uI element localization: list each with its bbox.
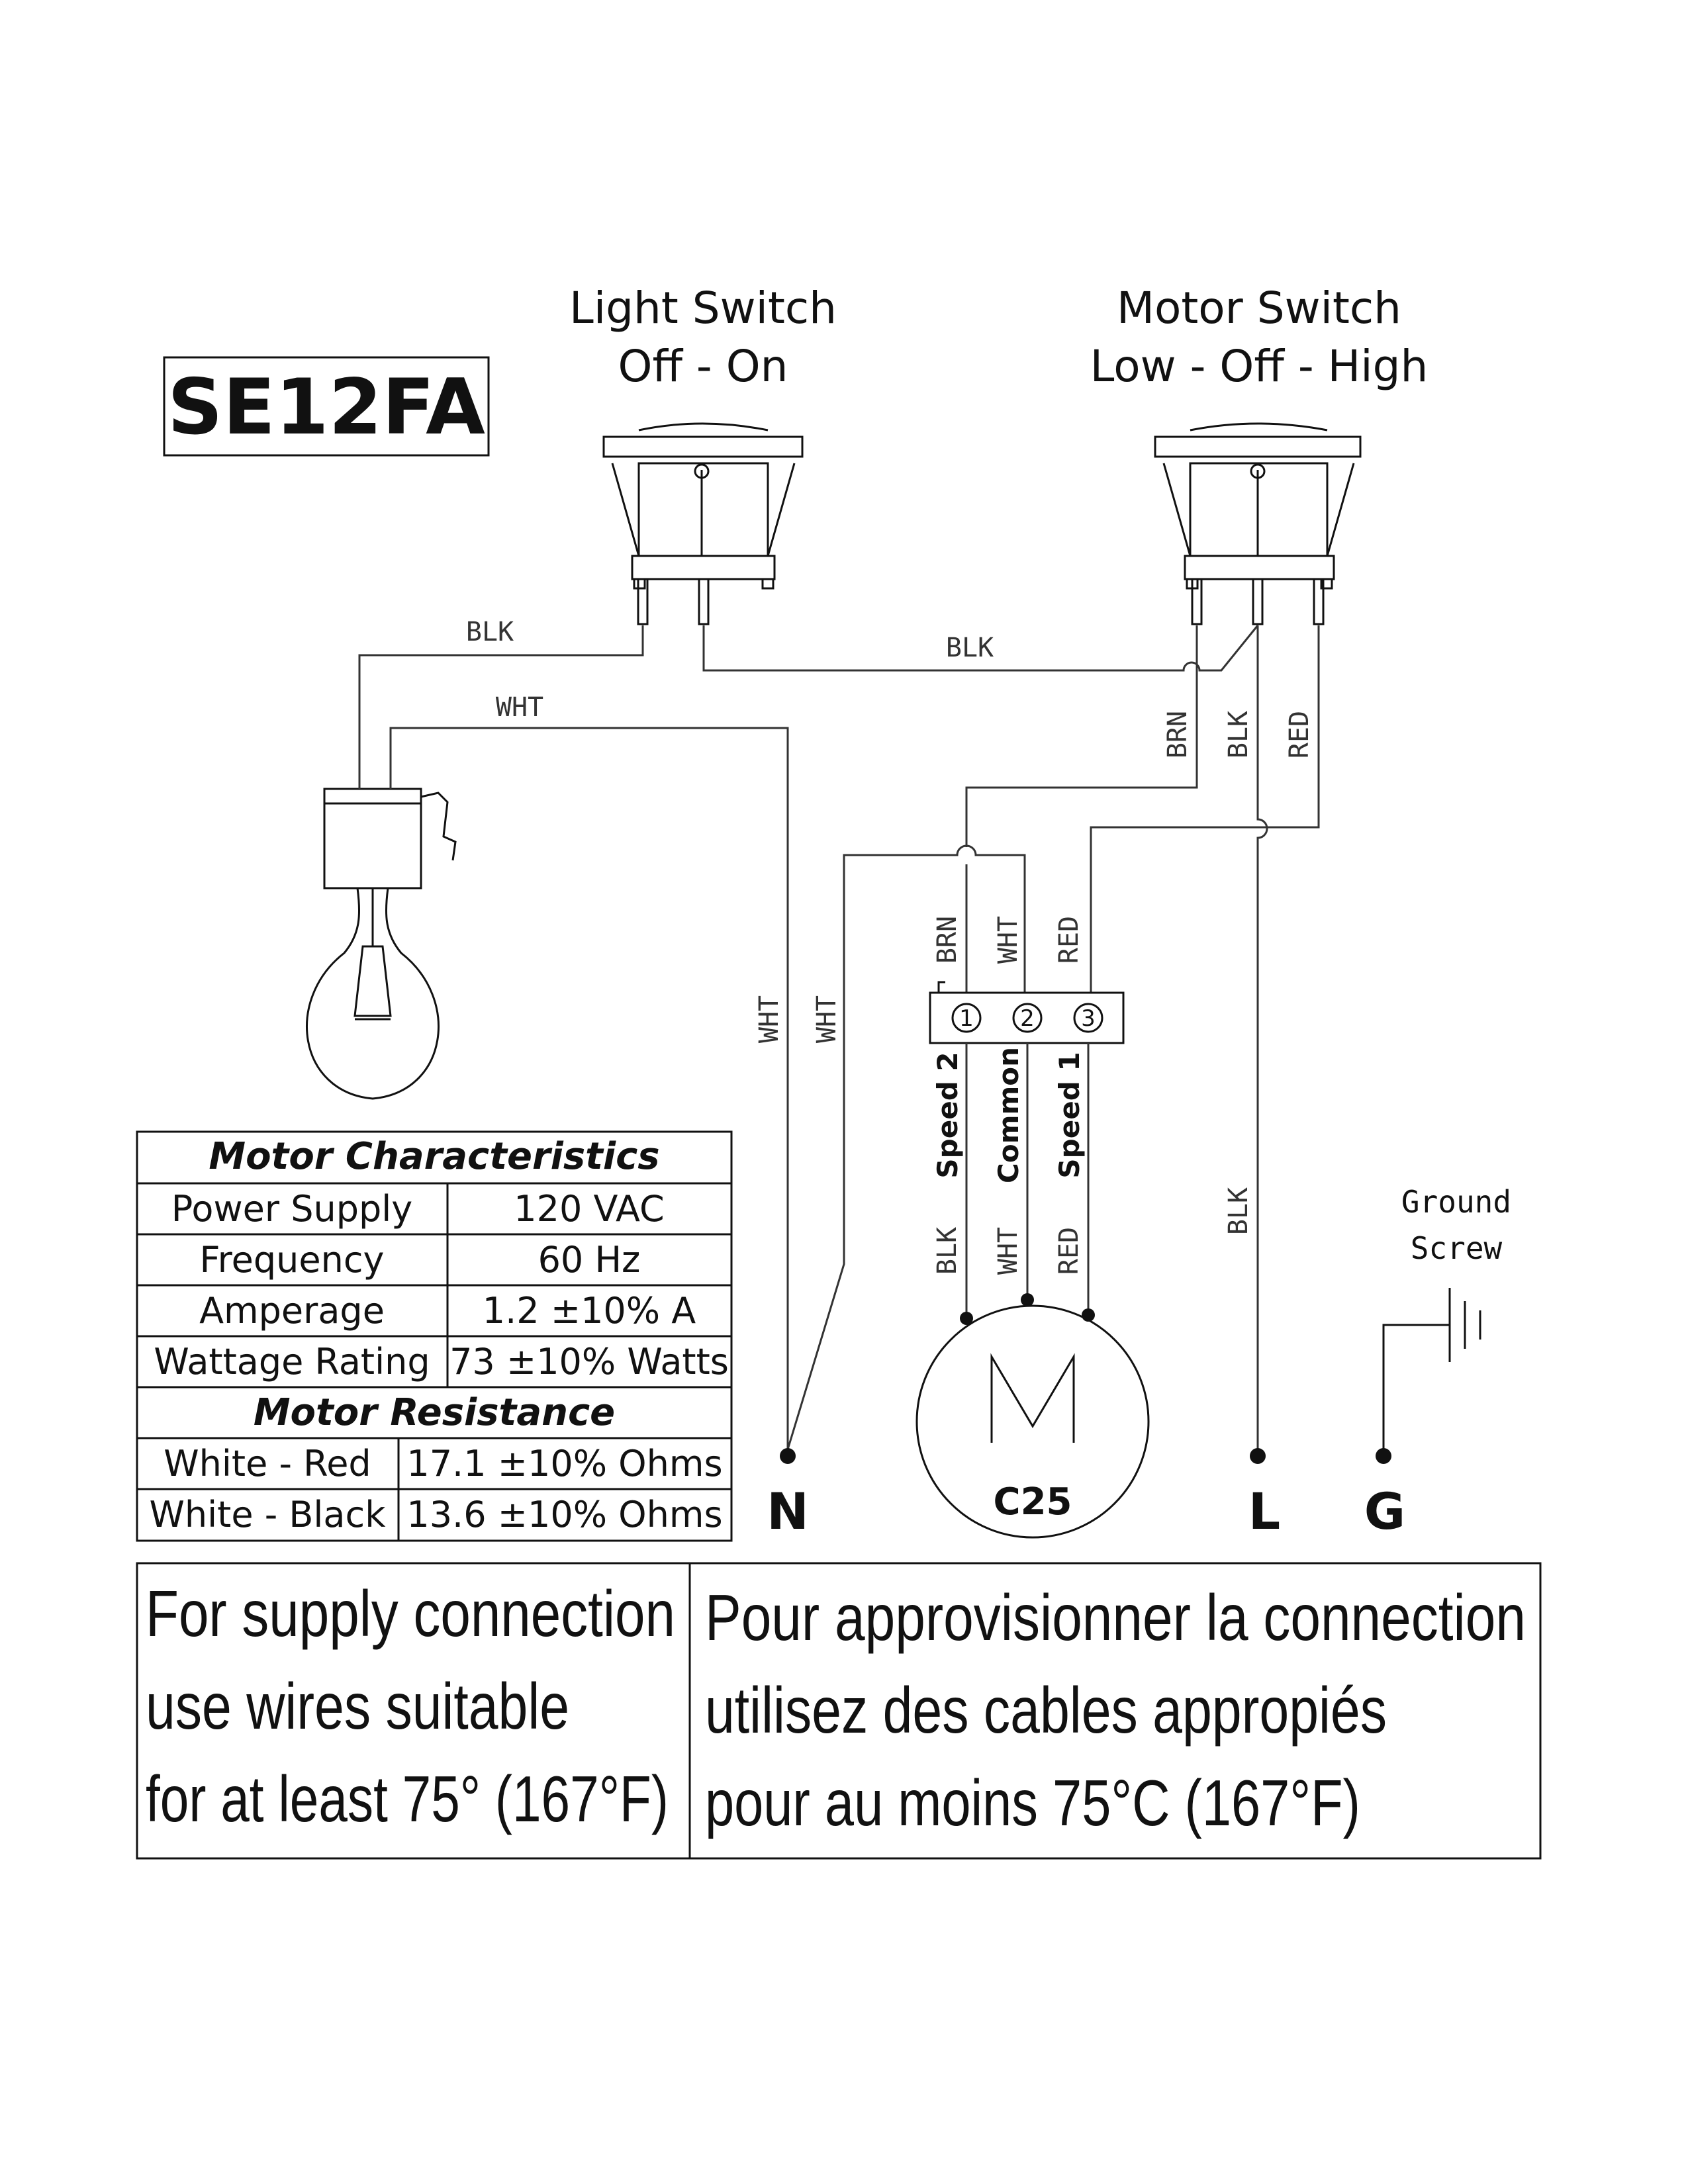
light-switch-states: Off - On bbox=[618, 341, 788, 392]
wire-switch-link-blk bbox=[702, 625, 1259, 672]
motor-characteristics-table: Motor Characteristics Power Supply 120 V… bbox=[136, 1130, 733, 1542]
notice-fr-line2: utilisez des cables appropiés bbox=[705, 1674, 1387, 1747]
spec-name-power: Power Supply bbox=[171, 1188, 412, 1230]
notice-fr-line3: pour au moins 75°C (167°F) bbox=[705, 1766, 1360, 1839]
wire-label-switch-link-blk: BLK bbox=[946, 633, 994, 663]
neutral-terminal-label: N bbox=[767, 1482, 809, 1541]
motor-switch-title: Motor Switch bbox=[1117, 283, 1401, 334]
wire-label-motor-wht: WHT bbox=[993, 1227, 1023, 1275]
supply-notice: For supply connection use wires suitable… bbox=[136, 1562, 1542, 1860]
model-number: SE12FA bbox=[167, 363, 485, 452]
light-switch bbox=[602, 422, 804, 625]
light-switch-title: Light Switch bbox=[569, 283, 837, 334]
wire-light-blk bbox=[358, 625, 644, 789]
wire-label-block-in-red: RED bbox=[1054, 916, 1084, 964]
notice-en-line2: use wires suitable bbox=[146, 1670, 569, 1743]
wire-motor-sw-blk bbox=[1256, 625, 1268, 1449]
spec-value-wattage: 73 ±10% Watts bbox=[449, 1341, 729, 1383]
wire-light-wht bbox=[389, 727, 789, 1449]
spec-name-wattage: Wattage Rating bbox=[154, 1341, 430, 1383]
terminal-2-number: 2 bbox=[1020, 1005, 1035, 1032]
ground-terminal-dot bbox=[1376, 1448, 1391, 1464]
wire-neutral-wht bbox=[786, 844, 1026, 1450]
ground-label-line2: Screw bbox=[1411, 1230, 1503, 1266]
resistance-title: Motor Resistance bbox=[254, 1391, 615, 1434]
wire-motor-sw-red bbox=[1090, 625, 1320, 993]
resistance-value-white-red: 17.1 ±10% Ohms bbox=[406, 1443, 722, 1484]
wire-label-light-wht: WHT bbox=[496, 692, 543, 723]
spec-name-frequency: Frequency bbox=[200, 1239, 385, 1281]
ground-label-line1: Ground bbox=[1401, 1184, 1511, 1220]
ground-symbol bbox=[1382, 1288, 1481, 1449]
spec-value-frequency: 60 Hz bbox=[538, 1239, 641, 1281]
notice-en-line3: for at least 75° (167°F) bbox=[146, 1762, 669, 1835]
spec-value-amperage: 1.2 ±10% A bbox=[483, 1290, 696, 1332]
resistance-name-white-red: White - Red bbox=[164, 1443, 371, 1484]
model-badge: SE12FA bbox=[163, 356, 490, 457]
resistance-value-white-black: 13.6 ±10% Ohms bbox=[406, 1494, 722, 1535]
wire-label-block-in-wht: WHT bbox=[993, 916, 1023, 964]
terminal-3-number: 3 bbox=[1081, 1005, 1096, 1032]
motor: C25 bbox=[915, 1304, 1150, 1539]
wire-label-motor-sw-brn: BRN bbox=[1162, 711, 1193, 758]
notice-fr-line1: Pour approvisionner la connection bbox=[705, 1581, 1526, 1654]
terminal-block: 1 2 3 bbox=[929, 981, 1125, 1044]
resistance-name-white-black: White - Black bbox=[150, 1494, 387, 1535]
motor-switch-states: Low - Off - High bbox=[1090, 341, 1429, 392]
notice-en-line1: For supply connection bbox=[146, 1577, 675, 1650]
line-terminal-dot bbox=[1250, 1448, 1266, 1464]
wire-motor-sw-brn bbox=[965, 625, 1198, 847]
spec-value-power: 120 VAC bbox=[514, 1188, 664, 1230]
wire-label-block-in-brn: BRN bbox=[932, 916, 962, 964]
ground-terminal-label: G bbox=[1364, 1482, 1405, 1541]
motor-lead-dot-blk bbox=[960, 1312, 973, 1325]
motor-model-label: C25 bbox=[993, 1480, 1072, 1524]
wire-label-motor-red: RED bbox=[1054, 1227, 1084, 1275]
common-label: Common bbox=[992, 1047, 1025, 1183]
wire-label-neutral-wht-1: WHT bbox=[754, 995, 784, 1043]
wire-label-line-blk: BLK bbox=[1223, 1187, 1254, 1235]
wire-label-motor-blk: BLK bbox=[932, 1227, 962, 1275]
speed-1-label: Speed 1 bbox=[1053, 1052, 1086, 1178]
wire-label-neutral-wht-2: WHT bbox=[812, 995, 842, 1043]
wire-label-motor-sw-blk: BLK bbox=[1223, 711, 1254, 758]
line-terminal-label: L bbox=[1248, 1482, 1280, 1541]
characteristics-title: Motor Characteristics bbox=[209, 1135, 659, 1178]
neutral-terminal-dot bbox=[780, 1448, 796, 1464]
wire-label-motor-sw-red: RED bbox=[1284, 711, 1315, 758]
terminal-1-number: 1 bbox=[959, 1005, 974, 1032]
motor-switch bbox=[1154, 422, 1362, 625]
motor-lead-dot-wht bbox=[1021, 1293, 1034, 1306]
speed-2-label: Speed 2 bbox=[931, 1052, 964, 1178]
wire-label-light-blk: BLK bbox=[466, 617, 514, 647]
spec-name-amperage: Amperage bbox=[199, 1290, 385, 1332]
light-bulb bbox=[306, 788, 457, 1100]
